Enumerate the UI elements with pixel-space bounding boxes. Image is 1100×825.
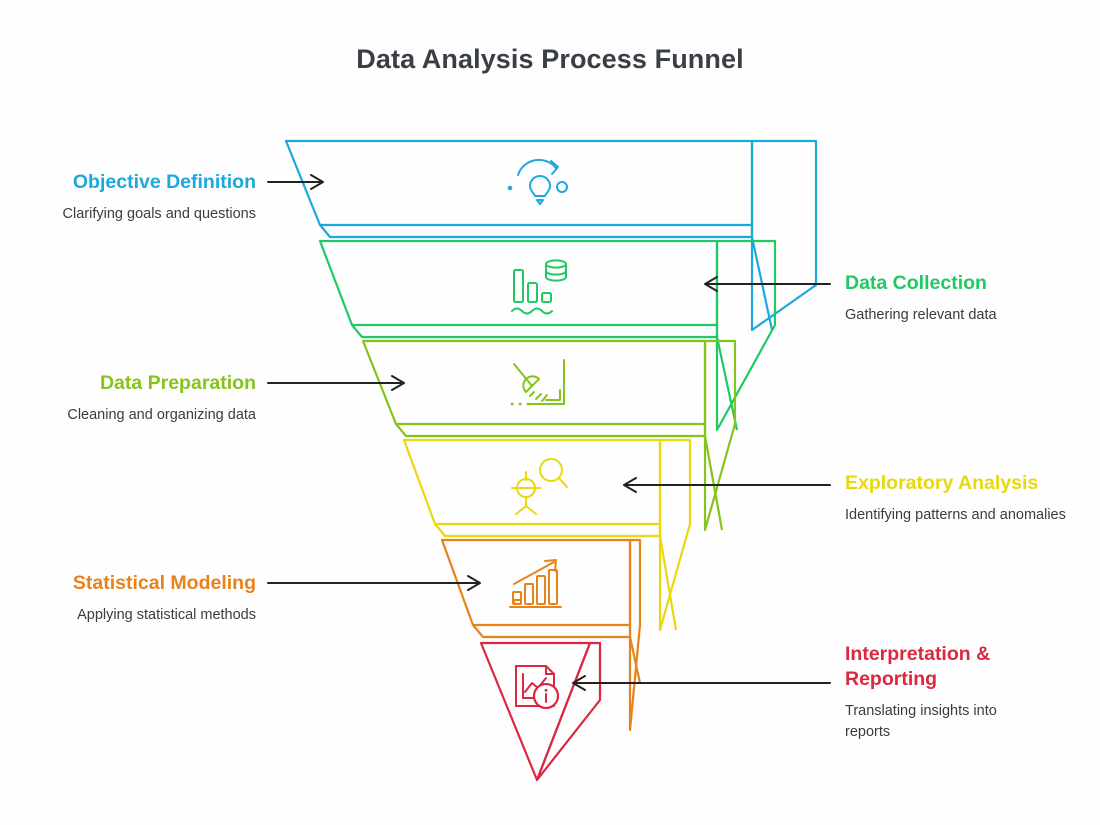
funnel-stage-data-preparation[interactable]: [361, 339, 737, 532]
explorer-magnifier-icon: [511, 458, 568, 515]
stage-title-interpretation-reporting: Interpretation & Reporting: [845, 643, 991, 690]
stage-description-data-collection: Gathering relevant data: [845, 307, 997, 323]
stage-label-interpretation-reporting[interactable]: Interpretation & Reporting Translating i…: [845, 642, 1045, 743]
stage-description-data-preparation: Cleaning and organizing data: [67, 407, 256, 423]
stage-title-data-preparation: Data Preparation: [99, 372, 256, 394]
stage-description-exploratory-analysis: Identifying patterns and anomalies: [845, 507, 1066, 523]
connector-data-preparation: [267, 375, 405, 391]
connector-lines: [267, 174, 831, 691]
connector-data-collection: [704, 276, 831, 292]
stage-label-statistical-modeling[interactable]: Statistical Modeling Applying statistica…: [20, 571, 256, 626]
broom-dustpan-icon: [510, 359, 565, 406]
funnel-stage-data-collection[interactable]: [318, 239, 777, 432]
stage-description-interpretation-reporting: Translating insights into reports: [845, 703, 997, 740]
stage-title-data-collection: Data Collection: [845, 272, 987, 294]
funnel-stage-statistical-modeling[interactable]: [440, 538, 642, 732]
stage-label-exploratory-analysis[interactable]: Exploratory Analysis Identifying pattern…: [845, 471, 1091, 526]
stage-label-data-collection[interactable]: Data Collection Gathering relevant data: [845, 271, 1091, 326]
connector-interpretation-reporting: [572, 675, 831, 691]
lightbulb-target-icon: [507, 158, 568, 205]
stage-title-statistical-modeling: Statistical Modeling: [72, 572, 256, 594]
stage-title-objective-definition: Objective Definition: [72, 171, 256, 193]
funnel-stage-objective-definition[interactable]: [284, 139, 818, 332]
connector-objective-definition: [267, 174, 324, 190]
funnel-stage-interpretation-reporting[interactable]: [479, 641, 602, 782]
stage-label-data-preparation[interactable]: Data Preparation Cleaning and organizing…: [20, 371, 256, 426]
growth-bar-chart-icon: [509, 559, 562, 608]
bar-chart-database-icon: [511, 259, 567, 315]
stage-label-objective-definition[interactable]: Objective Definition Clarifying goals an…: [20, 170, 256, 225]
report-document-info-icon: [515, 665, 559, 709]
connector-exploratory-analysis: [623, 477, 831, 493]
connector-statistical-modeling: [267, 575, 481, 591]
stage-description-objective-definition: Clarifying goals and questions: [62, 206, 256, 222]
funnel-stage-exploratory-analysis[interactable]: [402, 438, 692, 632]
page-title: Data Analysis Process Funnel: [356, 44, 744, 74]
stage-title-exploratory-analysis: Exploratory Analysis: [845, 472, 1039, 494]
stage-description-statistical-modeling: Applying statistical methods: [77, 607, 256, 623]
